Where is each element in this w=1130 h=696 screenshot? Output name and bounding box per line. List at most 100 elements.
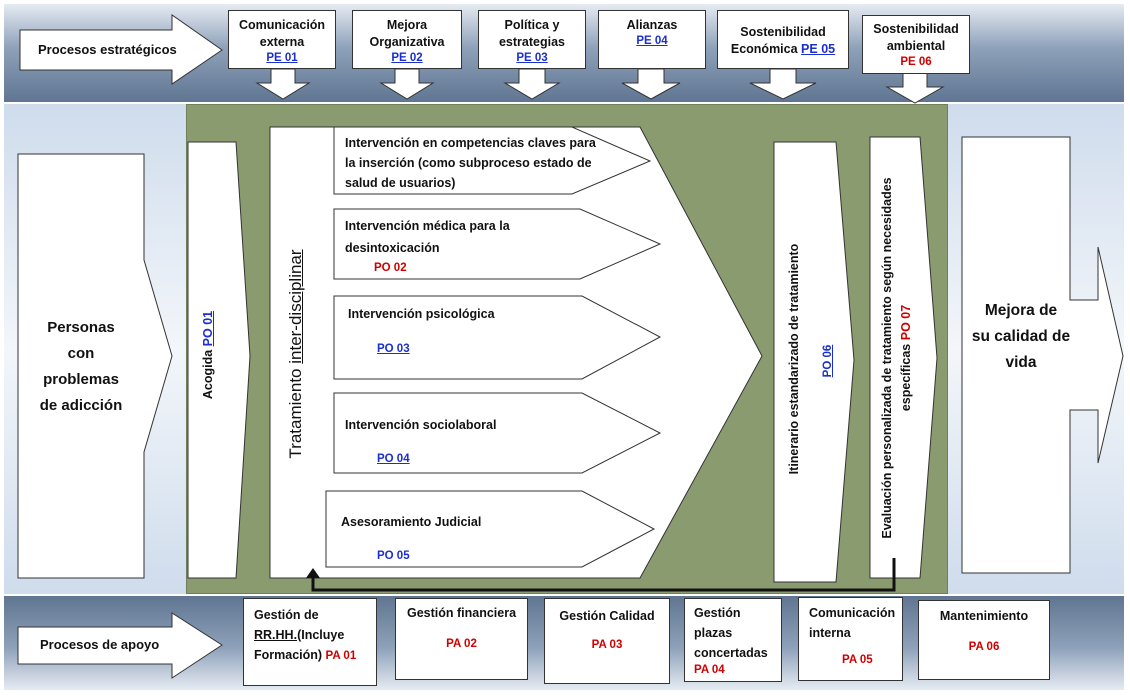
intervention-1-text: Intervención en competencias claves para… (345, 133, 596, 193)
itinerario-shape (773, 141, 855, 583)
itinerario-code-wrap: PO 06 (819, 326, 837, 396)
strategic-box-pe02: Mejora Organizativa PE 02 (352, 10, 462, 69)
pe06-title-l1: Sostenibilidad (873, 22, 959, 36)
pe05-title-l1: Sostenibilidad (740, 25, 826, 39)
pa04-l2: plazas (694, 626, 733, 640)
pe02-title-l1: Mejora (386, 18, 428, 32)
output-l1: Mejora de (984, 302, 1058, 319)
pe02-title-l2: Organizativa (369, 35, 445, 49)
pe03-title-l1: Política y (504, 18, 560, 32)
intervention-2-shape (333, 208, 662, 280)
evaluacion-l2: específicas (899, 343, 913, 412)
po01-code-link[interactable]: PO 01 (201, 310, 215, 347)
pe03-title-l2: estrategias (498, 35, 565, 49)
strategic-box-pe04: Alianzas PE 04 (598, 10, 706, 69)
pa01-l2a: RR.HH. (254, 628, 298, 642)
input-l2: con (67, 345, 95, 362)
pe01-title-l2: externa (259, 35, 305, 49)
strategic-box-pe05: Sostenibilidad Económica PE 05 (717, 10, 849, 69)
pa05-l1: Comunicación (809, 606, 896, 620)
support-label: Procesos de apoyo (40, 637, 160, 652)
tratamiento-text-a: Tratamiento (286, 363, 305, 459)
pe05-title-l2: Económica (730, 42, 798, 56)
intervention-5-l1: Asesoramiento Judicial (341, 515, 482, 529)
pa04-code: PA 04 (694, 664, 725, 676)
intervention-4-l1: Intervención sociolaboral (345, 418, 497, 432)
po07-code: PO 07 (899, 304, 913, 341)
intervention-2-l2: desintoxicación (345, 241, 440, 255)
support-box-pa04: Gestión plazas concertadas PA 04 (684, 598, 782, 682)
tratamiento-label: Tratamiento inter-disciplinar (284, 244, 308, 464)
acogida-text: Acogida (201, 349, 215, 400)
pa02-code: PA 02 (446, 638, 477, 650)
evaluacion-shape (869, 136, 938, 579)
pa01-code: PA 01 (325, 650, 357, 662)
intervention-3-l1: Intervención psicológica (348, 307, 495, 321)
output-l3: vida (1005, 354, 1037, 371)
pa05-l2: interna (809, 626, 851, 640)
pe01-down-arrow (255, 68, 311, 100)
intervention-3-text: Intervención psicológica PO 03 (348, 305, 495, 358)
strategic-box-pe01: Comunicación externa PE 01 (228, 10, 336, 69)
input-arrow (17, 153, 173, 579)
pa01-l1: Gestión de (254, 608, 319, 622)
pe06-down-arrow (885, 72, 945, 104)
po02-code: PO 02 (374, 262, 407, 274)
intervention-3-shape (333, 295, 662, 380)
pe01-code-link[interactable]: PE 01 (266, 52, 298, 64)
pa04-l3: concertadas (694, 646, 768, 660)
output-l2: su calidad de (971, 328, 1071, 345)
pa04-l1: Gestión (694, 606, 741, 620)
intervention-2-l1: Intervención médica para la (345, 219, 510, 233)
feedback-loop-line (311, 558, 896, 592)
input-text: Personas con problemas de adicción (18, 315, 144, 419)
intervention-1-l1: Intervención en competencias claves para (345, 136, 596, 150)
itinerario-text: Itinerario estandarizado de tratamiento (787, 243, 801, 475)
intervention-1-shape (333, 126, 652, 195)
evaluacion-l1: Evaluación personalizada de tratamiento … (880, 177, 894, 539)
pa01-l3: Formación) (254, 648, 323, 662)
pe06-code: PE 06 (900, 56, 932, 68)
intervention-5-shape (325, 490, 656, 568)
strategic-box-pe06: Sostenibilidad ambiental PE 06 (862, 15, 970, 74)
input-l4: de adicción (39, 397, 123, 414)
pe04-down-arrow (621, 68, 681, 100)
pe02-code-link[interactable]: PE 02 (391, 52, 423, 64)
support-box-pa01: Gestión de RR.HH.(Incluye Formación) PA … (243, 598, 377, 686)
itinerario-label: Itinerario estandarizado de tratamiento (784, 139, 804, 579)
feedback-loop-arrowhead (306, 568, 320, 578)
pa06-l1: Mantenimiento (939, 609, 1029, 623)
po05-code: PO 05 (377, 550, 410, 562)
po04-code-link[interactable]: PO 04 (377, 453, 410, 465)
acogida-label: Acogida PO 01 (198, 295, 218, 415)
pe06-title-l2: ambiental (886, 39, 946, 53)
pe04-title-l1: Alianzas (626, 18, 678, 32)
pe05-code-link[interactable]: PE 05 (801, 42, 836, 56)
pa02-l1: Gestión financiera (406, 606, 517, 620)
input-l1: Personas (47, 319, 115, 336)
support-label-arrow (17, 612, 223, 679)
pe03-down-arrow (503, 68, 561, 100)
po03-code-link[interactable]: PO 03 (377, 343, 410, 355)
strategic-label-arrow (19, 14, 223, 85)
pe03-code-link[interactable]: PE 03 (516, 52, 548, 64)
pa03-l1: Gestión Calidad (559, 609, 655, 623)
support-box-pa02: Gestión financiera PA 02 (395, 598, 528, 680)
pa01-l2b: (Incluye (297, 628, 345, 642)
pa06-code: PA 06 (968, 641, 1000, 653)
acogida-shape (187, 141, 251, 579)
intervention-2-text: Intervención médica para la desintoxicac… (345, 215, 510, 277)
intervention-5-text: Asesoramiento Judicial PO 05 (341, 513, 481, 565)
strategic-label: Procesos estratégicos (38, 42, 177, 57)
input-l3: problemas (43, 371, 119, 388)
tratamiento-text-b: inter-disciplinar (286, 249, 305, 364)
po06-code-link[interactable]: PO 06 (822, 344, 834, 378)
intervention-4-text: Intervención sociolaboral PO 04 (345, 416, 496, 468)
pe01-title-l1: Comunicación (238, 18, 326, 32)
pa03-code: PA 03 (591, 639, 623, 651)
pe04-code-link[interactable]: PE 04 (636, 35, 668, 47)
support-box-pa05: Comunicación interna PA 05 (798, 597, 903, 681)
pa05-code: PA 05 (842, 654, 873, 666)
pe05-down-arrow (749, 68, 817, 100)
strategic-box-pe03: Política y estrategias PE 03 (478, 10, 586, 69)
